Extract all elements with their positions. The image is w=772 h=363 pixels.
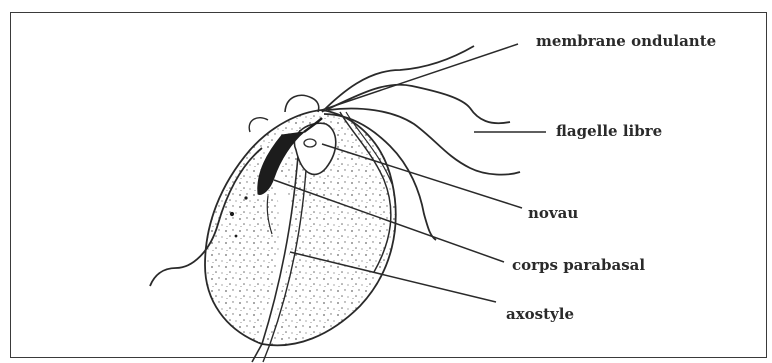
label-membrane: membrane ondulante: [536, 32, 716, 50]
labels: membrane ondulante flagelle libre novau …: [506, 32, 716, 323]
label-axostyle: axostyle: [506, 305, 574, 323]
label-noyau: novau: [528, 204, 578, 222]
label-flagelle: flagelle libre: [556, 122, 662, 140]
label-corps-parabasal: corps parabasal: [512, 256, 645, 274]
